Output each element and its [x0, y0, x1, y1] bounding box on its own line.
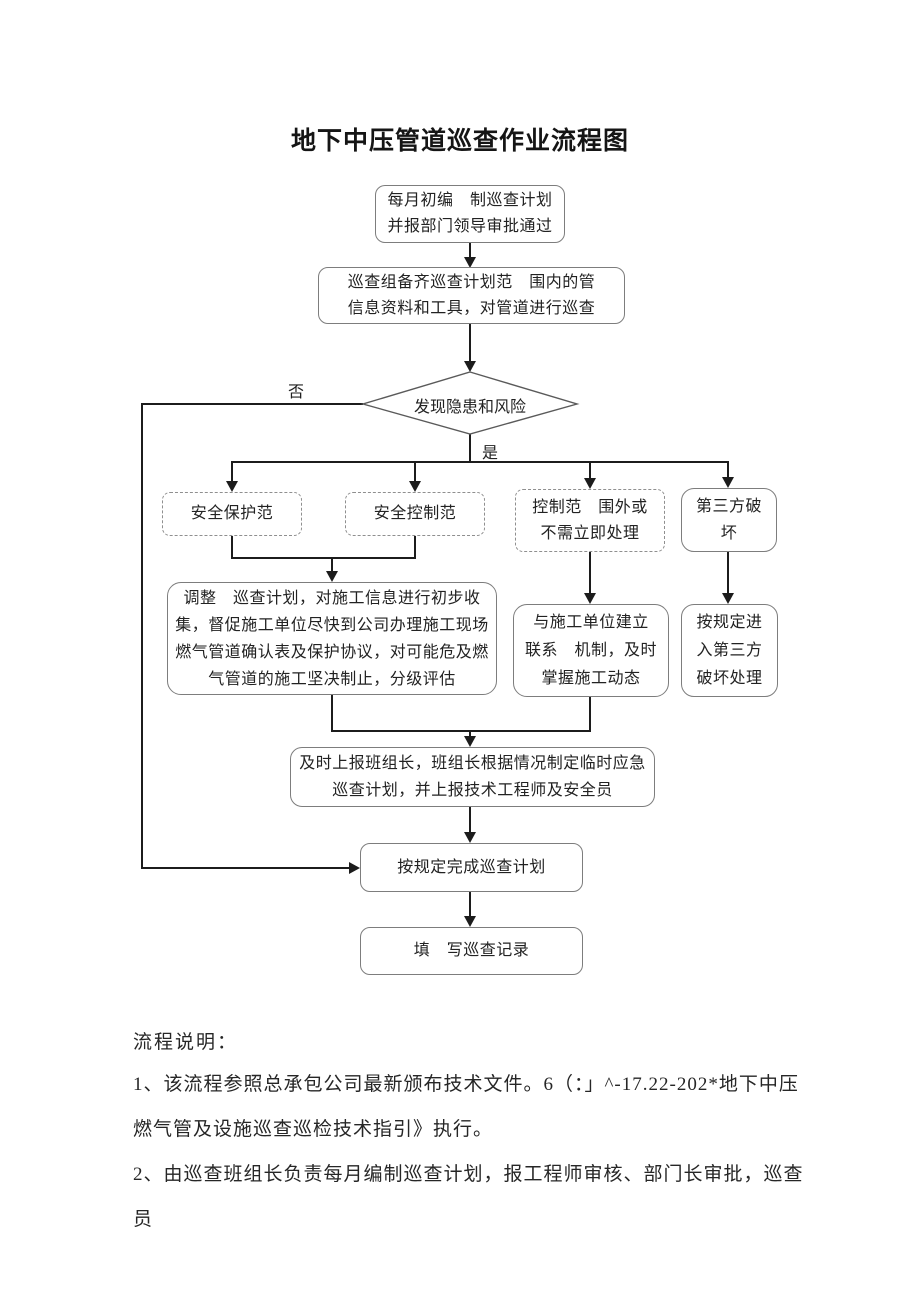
node-safety-protection: 安全保护范 [162, 492, 302, 536]
node-third-party-handle: 按规定进 入第三方 破坏处理 [681, 604, 778, 697]
arrowheads [226, 257, 734, 927]
node-decision-label: 发现隐患和风险 [413, 399, 526, 416]
node-outside-control: 控制范 围外或 不需立即处理 [515, 489, 665, 552]
node-prepare: 巡查组备齐巡查计划范 围内的管 信息资料和工具，对管道进行巡查 [318, 267, 625, 324]
node-contact-unit: 与施工单位建立 联系 机制，及时 掌握施工动态 [513, 604, 669, 697]
flow-connectors [141, 243, 729, 917]
decision-diamond-shape [360, 371, 580, 435]
flowchart-canvas [141, 243, 734, 927]
note-line: 燃气管及设施巡查巡检技术指引》执行。 [133, 1119, 494, 1140]
node-third-party: 第三方破 坏 [681, 488, 777, 552]
node-report-leader: 及时上报班组长，班组长根据情况制定临时应急 巡查计划，并上报技术工程师及安全员 [290, 747, 655, 807]
node-start: 每月初编 制巡查计划 并报部门领导审批通过 [375, 185, 565, 243]
process-notes: 流程说明： 1、该流程参照总承包公司最新颁布技术文件。6（：」^-17.22-2… [133, 1024, 823, 1242]
decision-yes-label: 是 [481, 445, 498, 462]
note-line: 2、由巡查班组长负责每月编制巡查计划，报工程师审核、部门长审批，巡查员 [133, 1164, 804, 1230]
notes-heading: 流程说明： [133, 1032, 239, 1053]
decision-no-label: 否 [287, 384, 304, 401]
node-fill-record: 填 写巡查记录 [360, 927, 583, 975]
node-adjust-plan: 调整 巡查计划，对施工信息进行初步收 集，督促施工单位尽快到公司办理施工现场 燃… [167, 582, 497, 695]
note-line: 1、该流程参照总承包公司最新颁布技术文件。6（：」^-17.22-202*地下中… [133, 1074, 799, 1095]
node-safety-control: 安全控制范 [345, 492, 485, 536]
node-complete-plan: 按规定完成巡查计划 [360, 843, 583, 892]
page-title: 地下中压管道巡查作业流程图 [290, 127, 629, 155]
